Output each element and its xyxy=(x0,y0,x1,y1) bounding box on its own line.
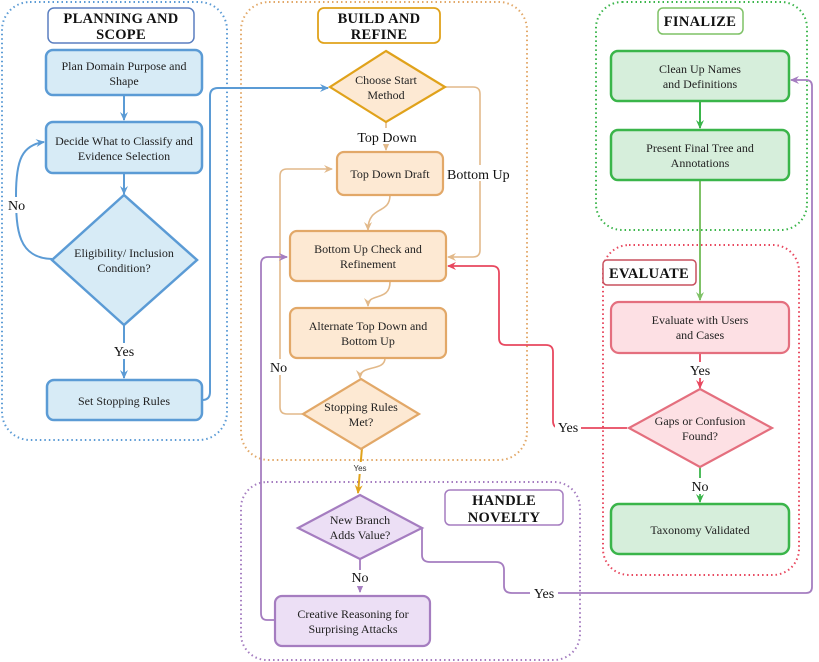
node-alternate[interactable]: Alternate Top Down and Bottom Up xyxy=(288,306,448,360)
group-finalize-container xyxy=(595,1,808,231)
group-title-planning-line2: SCOPE xyxy=(96,27,146,43)
node-decide-classify-line2: Evidence Selection xyxy=(78,149,170,163)
edge-label-stopping-no: No xyxy=(270,361,287,376)
edge-stopping-no-loop xyxy=(279,165,333,415)
group-title-build-line2: REFINE xyxy=(351,27,408,43)
group-title-planning-line1: PLANNING AND xyxy=(63,11,178,27)
group-title-novelty: HANDLE NOVELTY xyxy=(444,489,564,526)
node-set-stopping-line1: Set Stopping Rules xyxy=(78,394,170,408)
edge-alternate-to-stopping xyxy=(356,357,386,379)
node-bottom-up-check-line1: Bottom Up Check and xyxy=(314,242,422,256)
node-clean-up-line2: and Definitions xyxy=(663,77,738,91)
node-present-final-line1: Present Final Tree and xyxy=(646,141,754,155)
node-eligibility-line2: Condition? xyxy=(97,261,150,275)
edge-gaps-yes-to-bottomup xyxy=(447,262,627,429)
edge-topdown-to-bottomup xyxy=(364,194,391,231)
edge-eligibility-no-loop xyxy=(14,139,53,260)
node-stopping-met-line2: Met? xyxy=(349,415,374,429)
edge-bottomup-to-alternate xyxy=(364,281,391,307)
edge-label-evaluate-yes: Yes xyxy=(690,364,710,379)
node-choose-start-line1: Choose Start xyxy=(355,73,417,87)
node-stopping-met-line1: Stopping Rules xyxy=(324,400,398,414)
node-eligibility-decision[interactable]: Eligibility/ Inclusion Condition? xyxy=(50,193,199,327)
node-clean-up-line1: Clean Up Names xyxy=(659,62,741,76)
node-evaluate-users[interactable]: Evaluate with Users and Cases xyxy=(609,300,791,355)
group-title-planning: PLANNING AND SCOPE xyxy=(47,7,195,44)
node-creative-line2: Surprising Attacks xyxy=(309,622,398,636)
node-new-branch-line2: Adds Value? xyxy=(330,528,391,542)
node-present-final-tree[interactable]: Present Final Tree and Annotations xyxy=(609,128,791,182)
edge-branch-yes-to-cleanup xyxy=(421,76,813,594)
group-title-build: BUILD AND REFINE xyxy=(317,7,441,44)
node-evaluate-users-line2: and Cases xyxy=(676,328,725,342)
node-alternate-line2: Bottom Up xyxy=(341,334,395,348)
node-clean-up-names[interactable]: Clean Up Names and Definitions xyxy=(609,49,791,103)
node-set-stopping-rules[interactable]: Set Stopping Rules xyxy=(45,378,204,422)
group-title-evaluate-text: EVALUATE xyxy=(609,266,689,282)
node-choose-start-decision[interactable]: Choose Start Method xyxy=(327,49,448,124)
node-plan-domain-line2: Shape xyxy=(109,74,138,88)
node-gaps-line2: Found? xyxy=(682,429,718,443)
edge-label-gaps-no: No xyxy=(691,480,708,495)
node-plan-domain-line1: Plan Domain Purpose and xyxy=(62,59,187,73)
node-new-branch-decision[interactable]: New Branch Adds Value? xyxy=(295,493,425,561)
node-validated-line1: Taxonomy Validated xyxy=(650,523,749,537)
node-bottom-up-check[interactable]: Bottom Up Check and Refinement xyxy=(288,229,448,283)
edge-label-gaps-yes: Yes xyxy=(558,421,578,436)
node-gaps-decision[interactable]: Gaps or Confusion Found? xyxy=(626,387,775,469)
node-decide-classify-line1: Decide What to Classify and xyxy=(55,134,193,148)
node-creative-reasoning[interactable]: Creative Reasoning for Surprising Attack… xyxy=(273,594,432,648)
edge-creative-to-bottomup xyxy=(260,253,288,621)
node-choose-start-line2: Method xyxy=(367,88,404,102)
group-title-novelty-line2: NOVELTY xyxy=(468,510,541,526)
group-title-build-line1: BUILD AND xyxy=(338,11,421,27)
edge-label-branch-yes: Yes xyxy=(534,587,554,602)
edge-stopping-to-choose xyxy=(201,84,329,401)
node-new-branch-line1: New Branch xyxy=(330,513,390,527)
node-plan-domain[interactable]: Plan Domain Purpose and Shape xyxy=(44,48,204,97)
group-title-novelty-line1: HANDLE xyxy=(472,493,536,509)
edge-label-bottom-up: Bottom Up xyxy=(447,168,510,183)
group-title-finalize: FINALIZE xyxy=(657,7,744,35)
node-bottom-up-check-line2: Refinement xyxy=(340,257,397,271)
edge-label-stopping-yes: Yes xyxy=(353,464,366,473)
edge-label-branch-no: No xyxy=(351,571,368,586)
edge-label-top-down: Top Down xyxy=(357,131,416,146)
node-top-down-draft-line1: Top Down Draft xyxy=(350,167,430,181)
edge-label-eligibility-no: No xyxy=(8,199,25,214)
edge-label-eligibility-yes: Yes xyxy=(114,345,134,360)
node-top-down-draft[interactable]: Top Down Draft xyxy=(335,150,445,197)
node-stopping-met-decision[interactable]: Stopping Rules Met? xyxy=(300,377,422,451)
node-creative-line1: Creative Reasoning for xyxy=(297,607,408,621)
group-title-evaluate: EVALUATE xyxy=(602,259,697,286)
node-eligibility-line1: Eligibility/ Inclusion xyxy=(74,246,174,260)
node-taxonomy-validated[interactable]: Taxonomy Validated xyxy=(609,502,791,556)
node-evaluate-users-line1: Evaluate with Users xyxy=(652,313,749,327)
node-present-final-line2: Annotations xyxy=(671,156,730,170)
node-gaps-line1: Gaps or Confusion xyxy=(655,414,746,428)
node-decide-classify[interactable]: Decide What to Classify and Evidence Sel… xyxy=(44,120,204,175)
node-alternate-line1: Alternate Top Down and xyxy=(309,319,428,333)
group-title-finalize-text: FINALIZE xyxy=(664,14,737,30)
